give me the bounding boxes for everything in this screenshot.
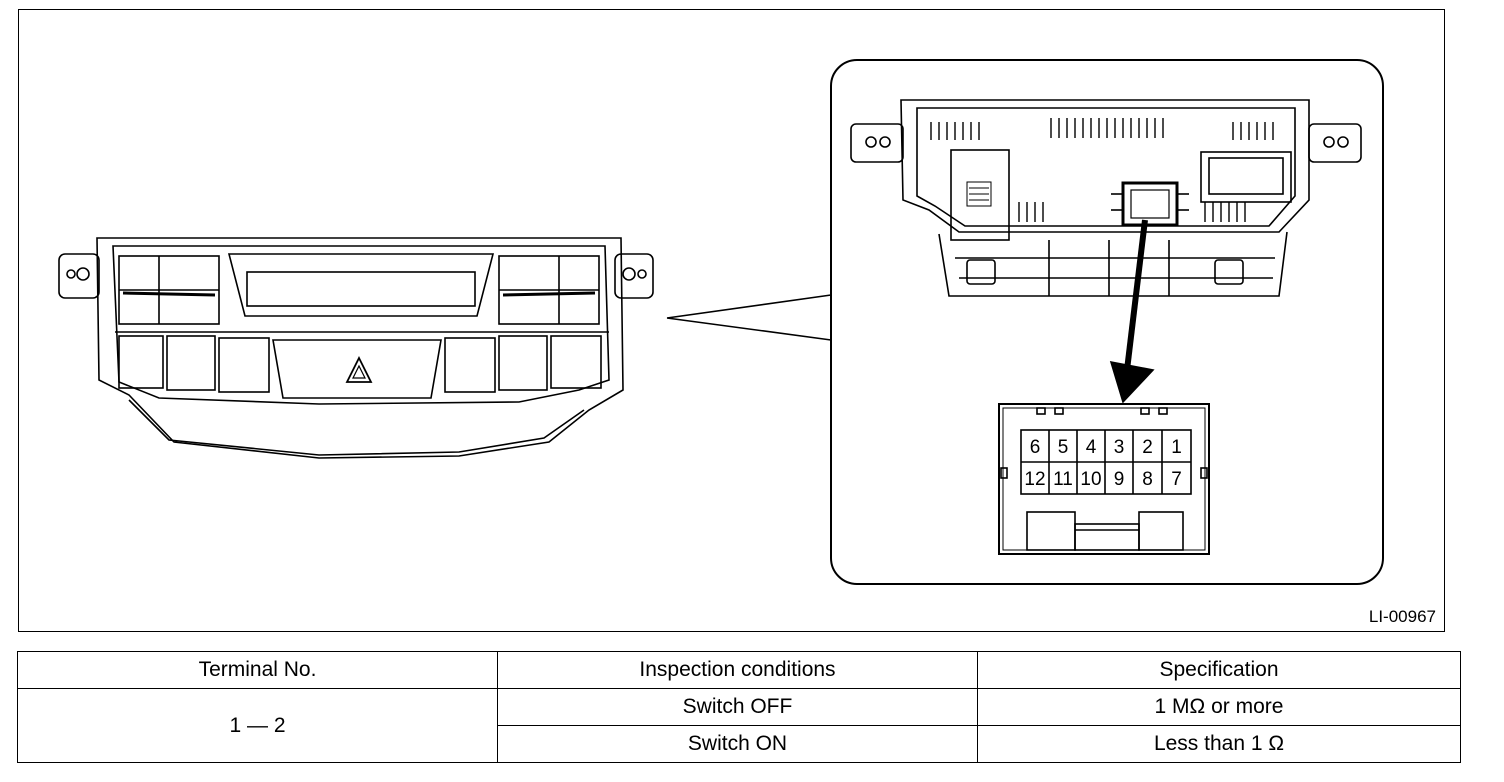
header-conditions: Inspection conditions — [497, 651, 978, 689]
left-mount-tab — [58, 253, 100, 299]
control-panel-rear-view — [850, 99, 1362, 297]
pin-label: 11 — [1053, 469, 1073, 490]
pin-label: 3 — [1114, 437, 1125, 458]
connector-face — [998, 403, 1210, 555]
pin-label: 10 — [1080, 469, 1101, 490]
pin-label: 4 — [1086, 437, 1097, 458]
callout-box — [830, 59, 1384, 585]
display-window — [246, 271, 476, 307]
figure-id-label: LI-00967 — [1368, 607, 1436, 626]
table-header-row: Terminal No. Inspection conditions Speci… — [17, 651, 1461, 689]
pin-label: 7 — [1171, 469, 1182, 490]
condition-cell: Switch OFF — [497, 688, 978, 726]
pointer-arrow-head — [1109, 360, 1155, 404]
hazard-button — [272, 339, 442, 399]
pin-label: 12 — [1024, 469, 1045, 490]
condition-cell: Switch ON — [497, 725, 978, 763]
target-connector — [1121, 181, 1179, 227]
spec-cell: Less than 1 Ω — [977, 725, 1461, 763]
pin-label: 1 — [1171, 437, 1182, 458]
rear-left-connector — [950, 149, 1010, 241]
pointer-arrow-shaft — [1124, 219, 1148, 371]
control-panel-front-view — [58, 237, 654, 459]
panel-body — [96, 237, 624, 459]
terminal-cell: 1 — 2 — [17, 688, 498, 763]
header-terminal: Terminal No. — [17, 651, 498, 689]
pin-label: 8 — [1142, 469, 1153, 490]
right-mount-tab — [614, 253, 654, 299]
pin-label: 9 — [1114, 469, 1125, 490]
display-frame — [227, 253, 495, 317]
rear-housing — [900, 99, 1310, 233]
table-row: 1 — 2 Switch OFF 1 MΩ or more — [17, 688, 1461, 763]
pin-label: 5 — [1058, 437, 1069, 458]
header-specification: Specification — [977, 651, 1461, 689]
spec-cell: 1 MΩ or more — [977, 688, 1461, 726]
callout-lines — [666, 294, 832, 341]
pin-label: 6 — [1030, 437, 1041, 458]
inspection-table: Terminal No. Inspection conditions Speci… — [17, 651, 1461, 763]
table-row: Switch ON Less than 1 Ω — [18, 725, 1461, 763]
hazard-triangle-icon — [345, 355, 373, 383]
pin-label: 2 — [1142, 437, 1153, 458]
